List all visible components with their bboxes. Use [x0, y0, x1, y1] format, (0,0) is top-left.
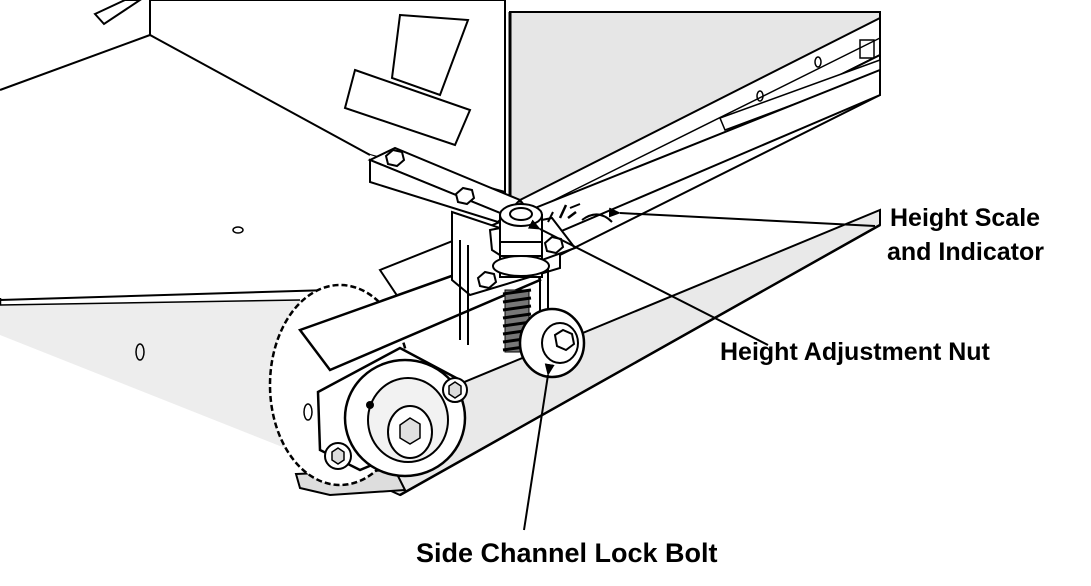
bracket-bolt-left [384, 148, 406, 168]
label-height-scale-line1: Height Scale [890, 204, 1040, 232]
conveyor-belt [0, 34, 520, 452]
side-channel-lock-bolt [518, 307, 586, 379]
housing-bolt-lower [324, 442, 352, 470]
bracket-bolt-right [543, 235, 565, 255]
leader-height-scale [608, 207, 876, 227]
upper-panel [93, 0, 506, 194]
leader-side-channel-lock-bolt [523, 363, 555, 531]
leader-height-adjustment-nut [527, 219, 769, 346]
label-side-channel-lock-bolt: Side Channel Lock Bolt [416, 538, 718, 568]
label-height-scale-line2: and Indicator [887, 238, 1044, 266]
bearing-housing [303, 346, 468, 478]
height-adjustment-nut [492, 203, 550, 278]
bracket-bolt-middle [454, 186, 476, 206]
label-height-adjustment-nut: Height Adjustment Nut [720, 338, 991, 366]
bracket-bolt-lower [476, 270, 498, 290]
height-scale-marks [547, 203, 613, 223]
housing-bolt-upper [442, 377, 468, 403]
